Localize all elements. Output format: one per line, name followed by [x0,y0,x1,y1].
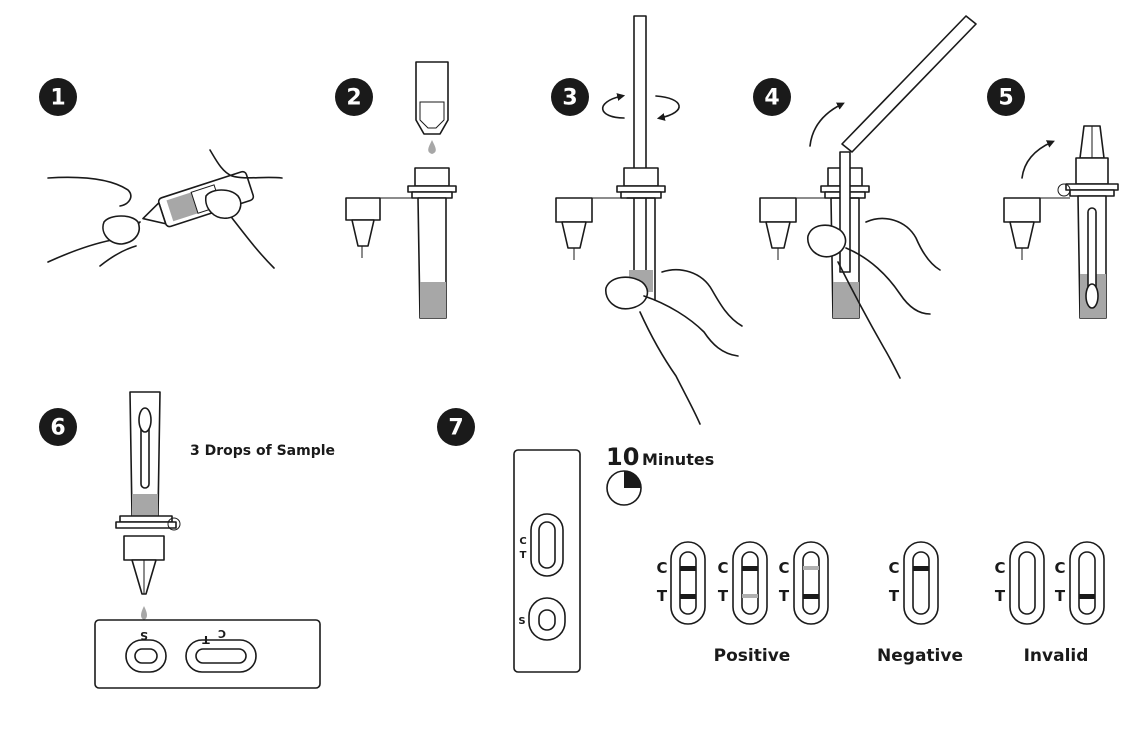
step-3-number-badge: 3 [551,78,589,116]
capping-tube-icon [1003,125,1119,319]
positive2-c-label: C [717,559,728,577]
timer-label: 10 Minutes [606,443,714,471]
negative-t-label: T [889,587,900,605]
hand-squeezing-tube-icon [605,268,743,425]
test-cassette-horizontal-icon: S T C [94,619,321,689]
swab-in-tube-icon [555,15,666,301]
step-7-number-badge: 7 [437,408,475,446]
result-strip-invalid-2: C T [1054,541,1105,625]
step-6: 6 3 Drops of Sample S T C [39,391,335,689]
invalid1-c-label: C [994,559,1005,577]
timer-unit: Minutes [642,450,714,469]
step-6-number-badge: 6 [39,408,77,446]
step-3: 3 [551,15,743,425]
buffer-vial-dropping-icon [415,61,449,154]
invalid-label: Invalid [1024,646,1089,666]
step-1: 1 [39,78,283,269]
hands-opening-buffer-icon [47,149,283,269]
result-strip-positive-1: C T [656,541,706,625]
result-strip-negative: C T [888,541,939,625]
positive3-t-label: T [779,587,790,605]
step-2: 2 [335,61,457,319]
positive3-c-label: C [778,559,789,577]
invalid2-t-label: T [1055,587,1066,605]
step-7-number: 7 [448,416,463,441]
cassette6-c-label: C [218,627,226,640]
step-2-number-badge: 2 [335,78,373,116]
step-5: 5 [987,78,1119,319]
step-4-number-badge: 4 [753,78,791,116]
extraction-tube-with-cap-icon [345,167,457,319]
step-1-number: 1 [50,86,65,111]
clock-icon [606,470,642,506]
positive1-t-label: T [657,587,668,605]
hand-holding-tube-icon [807,217,941,379]
step-4: 4 [753,15,977,379]
result-strip-positive-2: C T [717,541,768,625]
positive-label: Positive [714,646,791,666]
step-4-number: 4 [764,86,779,111]
swab-breaking-icon [809,15,977,153]
cassette7-c-label: C [519,536,526,547]
cassette7-s-label: S [518,616,525,627]
result-strip-positive-3: C T [778,541,829,625]
cassette6-t-label: T [202,633,210,646]
positive2-t-label: T [718,587,729,605]
negative-label: Negative [877,646,963,666]
positive1-c-label: C [656,559,667,577]
step-5-number-badge: 5 [987,78,1025,116]
invalid1-t-label: T [995,587,1006,605]
result-strip-invalid-1: C T [994,541,1045,625]
step-2-number: 2 [346,86,361,111]
cassette6-s-label: S [140,629,148,642]
step-6-number: 6 [50,416,65,441]
rotate-arrows-icon [601,93,680,121]
step-7: 7 C T S 10 Minutes C T [437,408,1105,673]
invalid2-c-label: C [1054,559,1065,577]
negative-c-label: C [888,559,899,577]
test-cassette-vertical-icon: C T S [513,449,581,673]
step-3-number: 3 [562,86,577,111]
step-1-number-badge: 1 [39,78,77,116]
step-5-number: 5 [998,86,1013,111]
cassette7-t-label: T [520,550,527,561]
timer-value: 10 [606,443,639,471]
inverted-tube-dispensing-icon [115,391,181,642]
drops-label: 3 Drops of Sample [190,443,335,459]
